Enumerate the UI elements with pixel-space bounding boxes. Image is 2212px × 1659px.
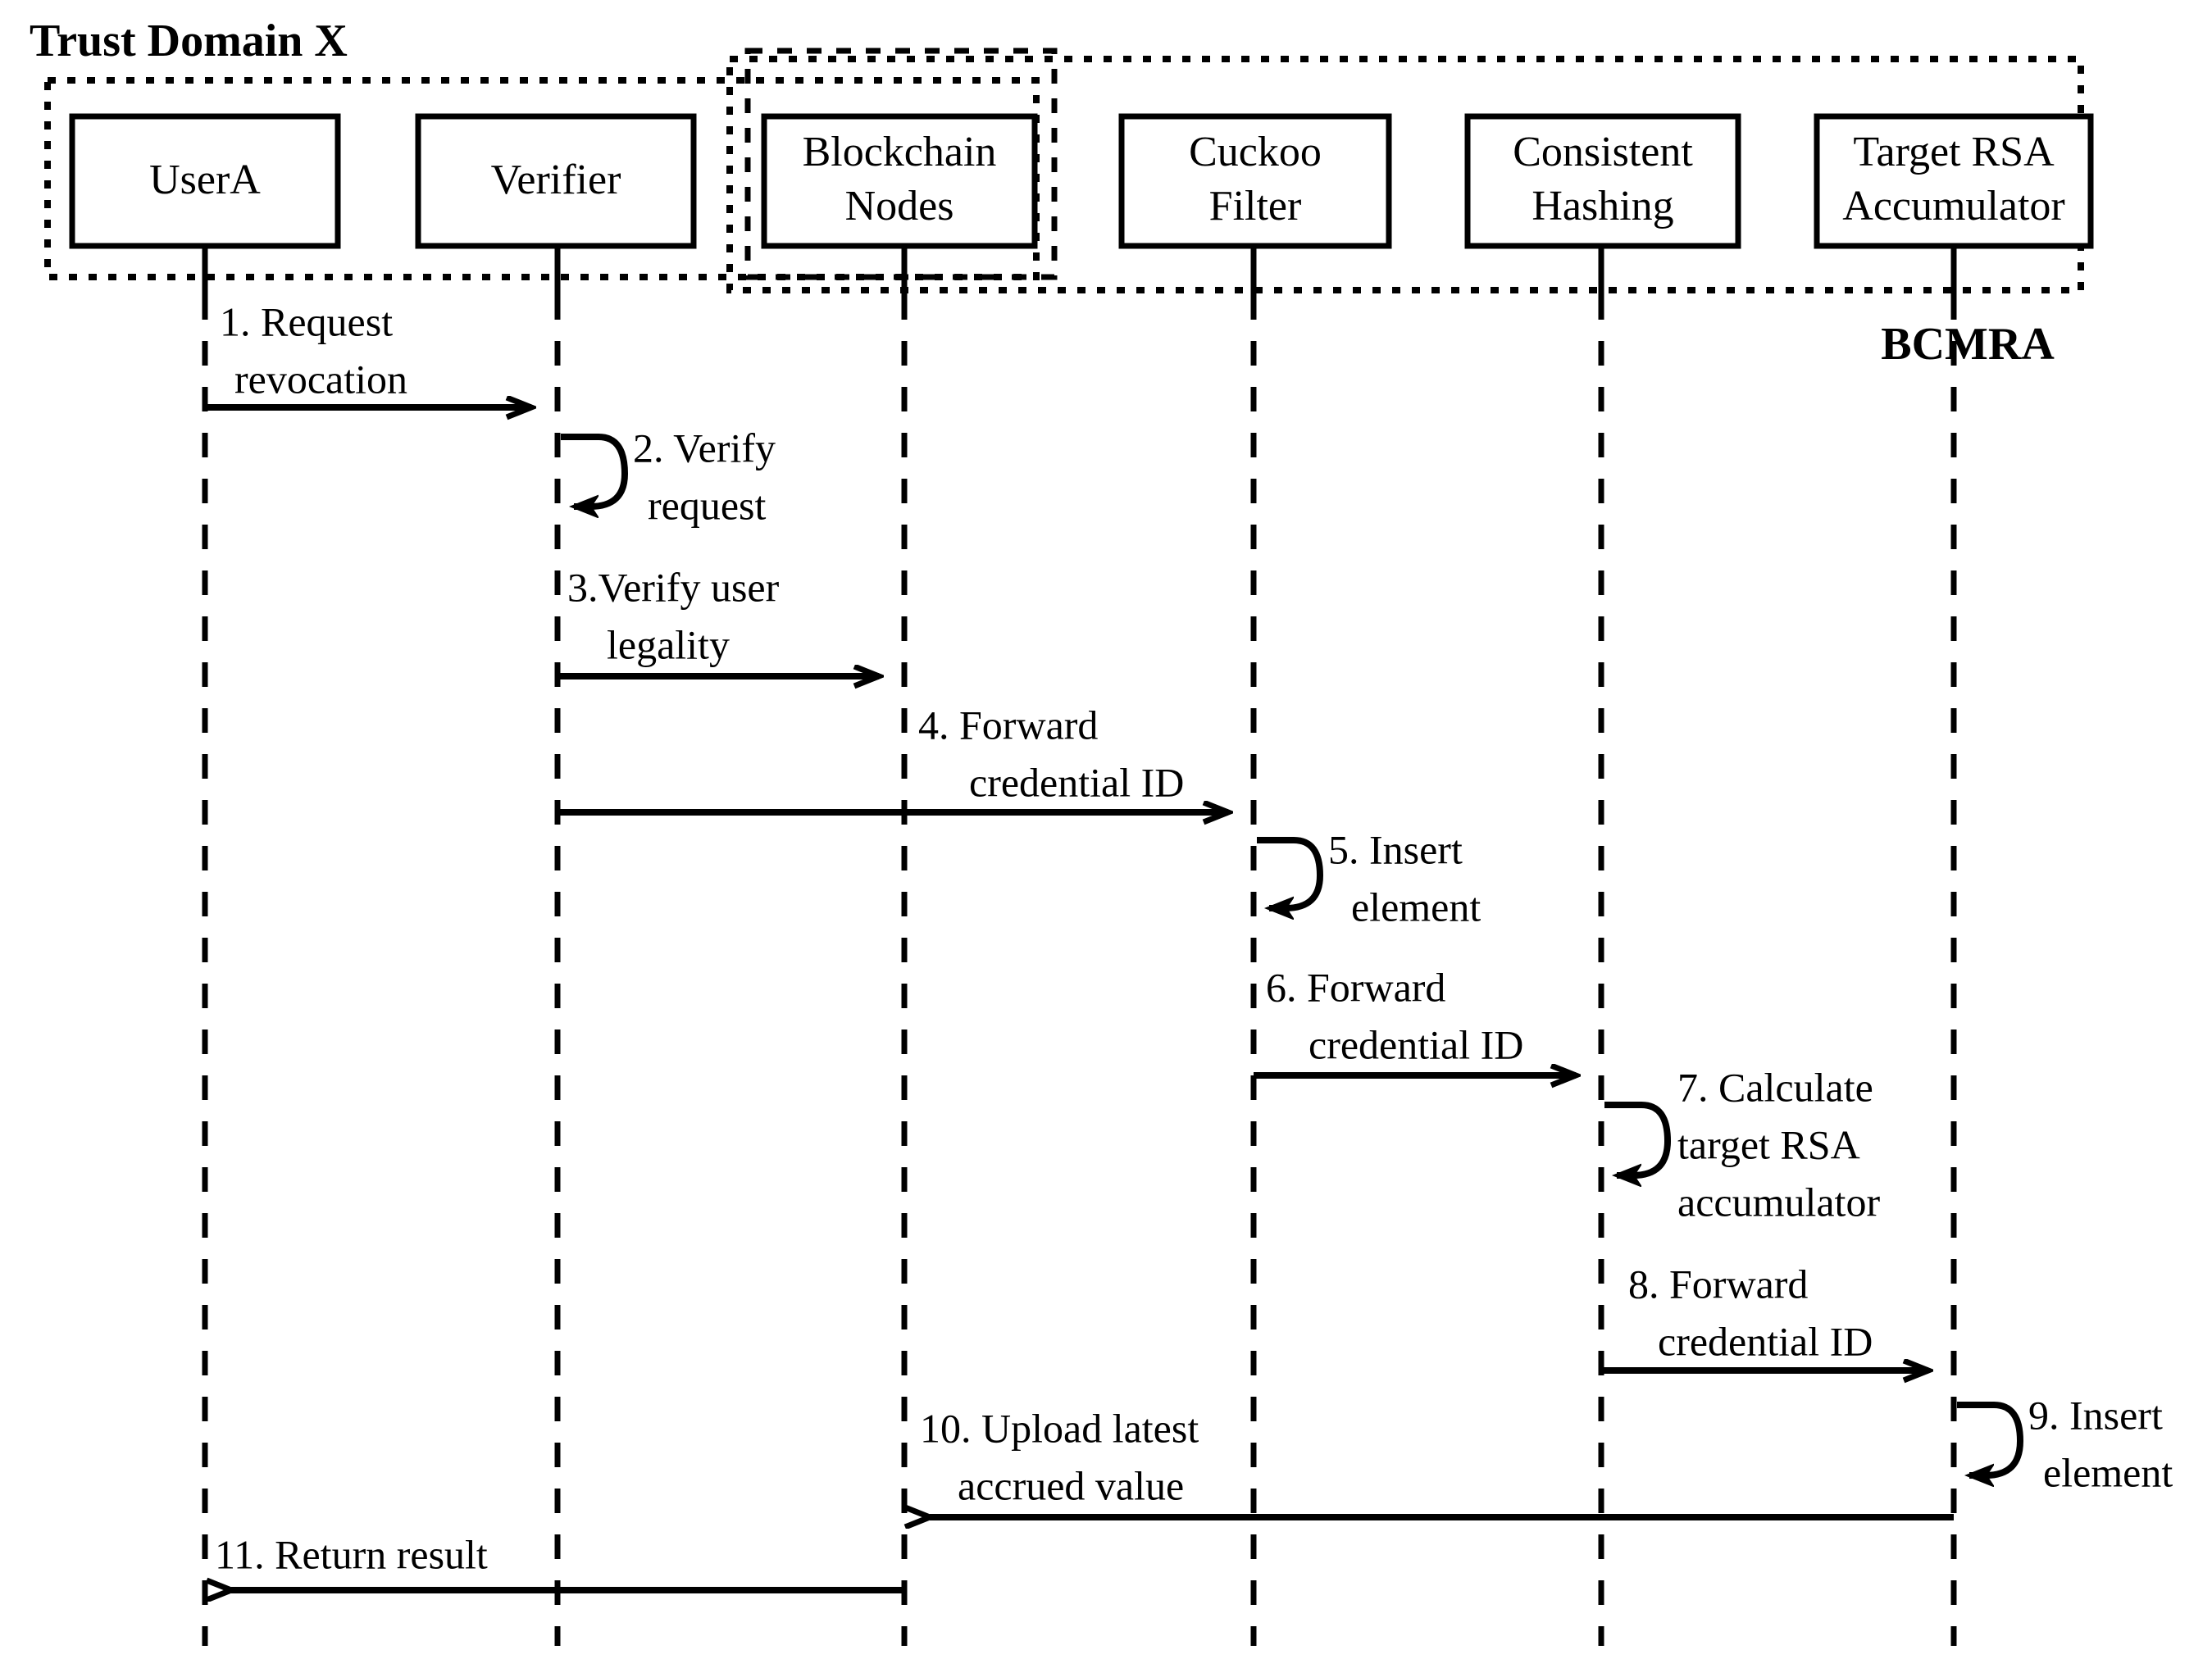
actor-label-blockchain-nodes-line1: Blockchain <box>803 129 997 175</box>
message-7-self-loop <box>1604 1102 1672 1175</box>
message-9-label-line2: element <box>2043 1449 2173 1495</box>
message-9[interactable]: 9. Insert element <box>1957 1392 2173 1495</box>
message-5-self-loop <box>1257 837 1324 908</box>
actor-consistent-hashing[interactable]: Consistent Hashing <box>1464 113 1741 249</box>
actor-box-usera[interactable] <box>69 113 341 249</box>
message-1[interactable]: 1. Request revocation <box>205 298 531 407</box>
message-10-label-line1: 10. Upload latest <box>920 1405 1199 1451</box>
actor-verifier[interactable]: Verifier <box>415 113 697 249</box>
message-4[interactable]: 4. Forward credential ID <box>558 702 1228 812</box>
actor-label-verifier: Verifier <box>491 157 621 203</box>
actor-label-cuckoo-filter-line1: Cuckoo <box>1189 129 1322 175</box>
actor-box-cuckoo-filter[interactable] <box>1118 113 1392 249</box>
message-6-label-line2: credential ID <box>1309 1021 1523 1067</box>
message-10-label-line2: accrued value <box>958 1462 1184 1508</box>
message-6[interactable]: 6. Forward credential ID <box>1254 964 1576 1075</box>
message-7-label-line1: 7. Calculate <box>1677 1064 1873 1110</box>
actor-label-blockchain-nodes-line2: Nodes <box>845 183 954 230</box>
group-box-bcmra <box>726 56 2084 293</box>
actor-usera[interactable]: UserA <box>69 113 341 249</box>
message-1-label-line2: revocation <box>234 356 407 402</box>
message-5[interactable]: 5. Insert element <box>1257 826 1481 929</box>
message-8-label-line2: credential ID <box>1658 1318 1873 1364</box>
message-4-label-line2: credential ID <box>969 759 1184 805</box>
actor-box-blockchain-nodes[interactable] <box>761 113 1038 249</box>
group-box-blockchain-nodes <box>744 48 1058 280</box>
message-10[interactable]: 10. Upload latest accrued value <box>920 1405 1954 1517</box>
message-11[interactable]: 11. Return result <box>215 1531 904 1590</box>
actor-label-consistent-hashing-line1: Consistent <box>1513 129 1693 175</box>
actor-label-target-rsa-accumulator-line2: Accumulator <box>1842 183 2064 230</box>
actor-label-usera: UserA <box>149 157 261 203</box>
actor-label-cuckoo-filter-line2: Filter <box>1209 183 1302 230</box>
message-5-label-line2: element <box>1351 884 1481 929</box>
message-11-label: 11. Return result <box>215 1531 488 1577</box>
actor-cuckoo-filter[interactable]: Cuckoo Filter <box>1118 113 1392 249</box>
actor-blockchain-nodes[interactable]: Blockchain Nodes <box>761 113 1038 249</box>
message-7[interactable]: 7. Calculate target RSA accumulator <box>1604 1064 1880 1225</box>
message-9-self-loop <box>1957 1402 2024 1475</box>
message-3-label-line2: legality <box>607 621 730 667</box>
message-3[interactable]: 3.Verify user legality <box>558 564 879 676</box>
actor-label-target-rsa-accumulator-line1: Target RSA <box>1853 129 2055 175</box>
actor-box-target-rsa-accumulator[interactable] <box>1814 113 2094 249</box>
message-7-label-line2: target RSA <box>1677 1121 1860 1167</box>
message-6-label-line1: 6. Forward <box>1266 964 1445 1010</box>
message-1-label-line1: 1. Request <box>220 298 393 344</box>
message-5-label-line1: 5. Insert <box>1328 826 1463 872</box>
message-3-label-line1: 3.Verify user <box>567 564 780 610</box>
message-2[interactable]: 2. Verify request <box>561 425 776 528</box>
message-2-label-line2: request <box>648 482 766 528</box>
message-8-label-line1: 8. Forward <box>1628 1261 1808 1307</box>
actor-label-consistent-hashing-line2: Hashing <box>1532 183 1673 230</box>
message-2-label-line1: 2. Verify <box>633 425 776 470</box>
message-4-label-line1: 4. Forward <box>918 702 1098 748</box>
actor-target-rsa-accumulator[interactable]: Target RSA Accumulator <box>1814 113 2094 249</box>
message-8[interactable]: 8. Forward credential ID <box>1601 1261 1928 1370</box>
message-7-label-line3: accumulator <box>1677 1179 1880 1225</box>
group-label-bcmra: BCMRA <box>1881 319 2055 370</box>
message-9-label-line1: 9. Insert <box>2028 1392 2163 1438</box>
message-2-self-loop <box>561 434 629 507</box>
group-label-trust-domain: Trust Domain X <box>30 16 348 66</box>
